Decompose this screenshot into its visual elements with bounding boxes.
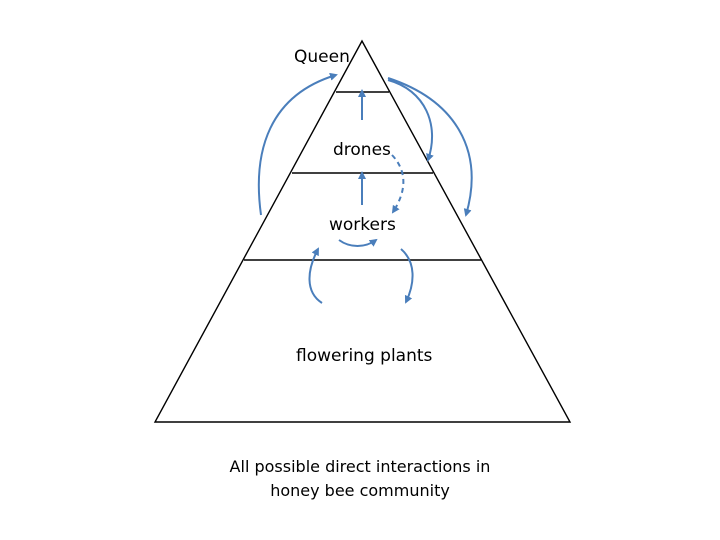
caption-line-2: honey bee community <box>270 481 450 500</box>
level-label-queen: Queen <box>294 47 350 67</box>
level-label-workers: workers <box>329 215 396 235</box>
arrow-workers-to-plants <box>400 248 414 304</box>
arrow-queen-to-workers <box>387 77 473 217</box>
caption-line-1: All possible direct interactions in <box>229 457 491 476</box>
level-label-flowering-plants: flowering plants <box>296 346 433 366</box>
arrow-queen-to-drones <box>387 79 434 162</box>
pyramid-outline <box>153 39 572 423</box>
level-label-drones: drones <box>333 140 391 160</box>
arrow-workers-to-queen <box>257 72 338 216</box>
arrow-workers-self <box>338 238 378 247</box>
arrow-drones-to-workers-dashed <box>391 154 405 214</box>
arrow-plants-to-workers <box>308 247 323 304</box>
